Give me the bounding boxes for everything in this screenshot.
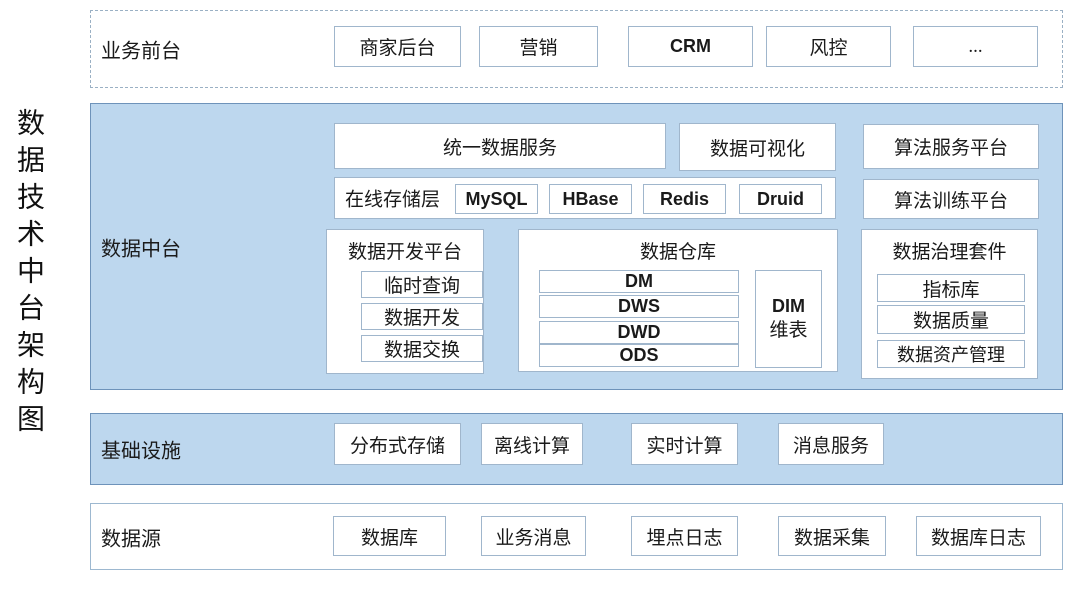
frontend-box-marketing: 营销 xyxy=(479,26,598,67)
frontend-box-crm: CRM xyxy=(628,26,753,67)
algo-training-platform-box: 算法训练平台 xyxy=(863,179,1039,219)
source-box-tracking-log: 埋点日志 xyxy=(631,516,738,556)
unified-data-service-box: 统一数据服务 xyxy=(334,123,666,169)
source-box-data-collection: 数据采集 xyxy=(778,516,886,556)
online-storage-label: 在线存储层 xyxy=(345,189,441,211)
warehouse-layer-dws: DWS xyxy=(539,295,739,318)
algo-service-platform-box: 算法服务平台 xyxy=(863,124,1039,169)
warehouse-layer-dwd: DWD xyxy=(539,321,739,344)
dim-label-cn: 维表 xyxy=(769,320,808,342)
dim-label-en: DIM xyxy=(772,296,805,317)
warehouse-layer-dm: DM xyxy=(539,270,739,293)
governance-box-data-quality: 数据质量 xyxy=(877,305,1025,334)
diagram-title-vertical: 数据技术中台架构图 xyxy=(13,108,44,441)
source-box-business-message: 业务消息 xyxy=(481,516,586,556)
infra-box-message-service: 消息服务 xyxy=(778,423,884,465)
data-dev-platform-box: 数据开发平台 临时查询 数据开发 数据交换 xyxy=(326,229,484,374)
data-source-layer: 数据源 数据库 业务消息 埋点日志 数据采集 数据库日志 xyxy=(90,503,1063,570)
storage-box-hbase: HBase xyxy=(549,184,632,214)
data-governance-title: 数据治理套件 xyxy=(892,242,1007,263)
dev-box-data-development: 数据开发 xyxy=(361,303,483,330)
data-warehouse-title: 数据仓库 xyxy=(639,242,716,263)
frontend-box-more: ... xyxy=(913,26,1038,67)
data-platform-label: 数据中台 xyxy=(101,238,181,260)
infra-box-distributed-storage: 分布式存储 xyxy=(334,423,461,465)
frontend-box-merchant-admin: 商家后台 xyxy=(334,26,461,67)
source-box-database-log: 数据库日志 xyxy=(916,516,1041,556)
warehouse-layer-ods: ODS xyxy=(539,344,739,367)
online-storage-strip: 在线存储层 MySQL HBase Redis Druid xyxy=(334,177,836,219)
dev-box-adhoc-query: 临时查询 xyxy=(361,271,483,298)
data-source-label: 数据源 xyxy=(101,528,161,550)
infra-box-offline-compute: 离线计算 xyxy=(481,423,583,465)
dev-box-data-exchange: 数据交换 xyxy=(361,335,483,362)
warehouse-dim-table-box: DIM 维表 xyxy=(755,270,822,368)
infrastructure-label: 基础设施 xyxy=(101,440,181,463)
data-platform-layer: 数据中台 统一数据服务 数据可视化 算法服务平台 在线存储层 MySQL HBa… xyxy=(90,103,1063,390)
source-box-database: 数据库 xyxy=(333,516,446,556)
frontend-box-risk-control: 风控 xyxy=(766,26,891,67)
data-governance-box: 数据治理套件 指标库 数据质量 数据资产管理 xyxy=(861,229,1038,379)
infra-box-realtime-compute: 实时计算 xyxy=(631,423,738,465)
governance-box-metric-store: 指标库 xyxy=(877,274,1025,302)
storage-box-mysql: MySQL xyxy=(455,184,538,214)
infrastructure-layer: 基础设施 分布式存储 离线计算 实时计算 消息服务 xyxy=(90,413,1063,485)
storage-box-redis: Redis xyxy=(643,184,726,214)
storage-box-druid: Druid xyxy=(739,184,822,214)
data-warehouse-box: 数据仓库 DM DWS DWD ODS DIM 维表 xyxy=(518,229,838,372)
frontend-layer: 业务前台 商家后台 营销 CRM 风控 ... xyxy=(90,10,1063,88)
frontend-layer-label: 业务前台 xyxy=(101,40,181,63)
governance-box-data-asset-mgmt: 数据资产管理 xyxy=(877,340,1025,368)
data-visualization-box: 数据可视化 xyxy=(679,123,836,171)
data-dev-platform-title: 数据开发平台 xyxy=(347,242,462,263)
